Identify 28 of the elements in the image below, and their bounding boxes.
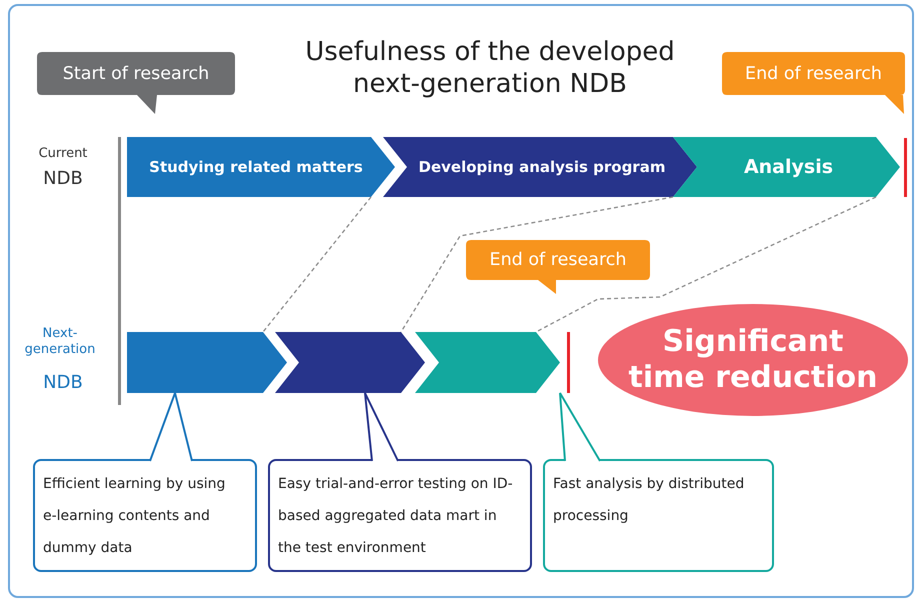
dashed-connector — [262, 196, 372, 332]
callout-pointer — [559, 392, 601, 462]
callout-bubble — [466, 240, 650, 294]
dashed-connector — [400, 196, 674, 332]
phase-label: Analysis — [744, 156, 834, 178]
callout-bubble — [37, 52, 235, 114]
callout-text: Start of research — [62, 64, 210, 84]
note-box — [543, 459, 774, 572]
note-box — [268, 459, 532, 572]
note-box — [33, 459, 257, 572]
diagram-title: Usefulness of the developed next-generation NDB — [304, 36, 676, 100]
phase-band — [127, 332, 287, 393]
row-label: Next-generation — [24, 326, 96, 358]
callout-text: End of research — [745, 64, 882, 84]
callout-pointer — [364, 392, 399, 462]
note-text: Efficient learning by using e-learning contents and dummy data — [43, 475, 226, 558]
callout-text: End of research — [490, 250, 626, 270]
phase-label: Studying related matters — [149, 158, 363, 176]
phase-band — [127, 137, 395, 197]
phase-label: Developing analysis program — [418, 158, 666, 176]
row-label: NDB — [42, 372, 84, 393]
highlight-text: Significant time reduction — [627, 324, 879, 396]
row-label: Current — [38, 146, 88, 162]
note-text: Easy trial-and-error testing on ID-based aggregated data mart in the test environment — [278, 475, 514, 558]
callout-bubble — [722, 52, 905, 114]
row-label: NDB — [42, 168, 84, 189]
dashed-connector — [536, 196, 876, 333]
note-text: Fast analysis by distributed processing — [553, 475, 746, 526]
